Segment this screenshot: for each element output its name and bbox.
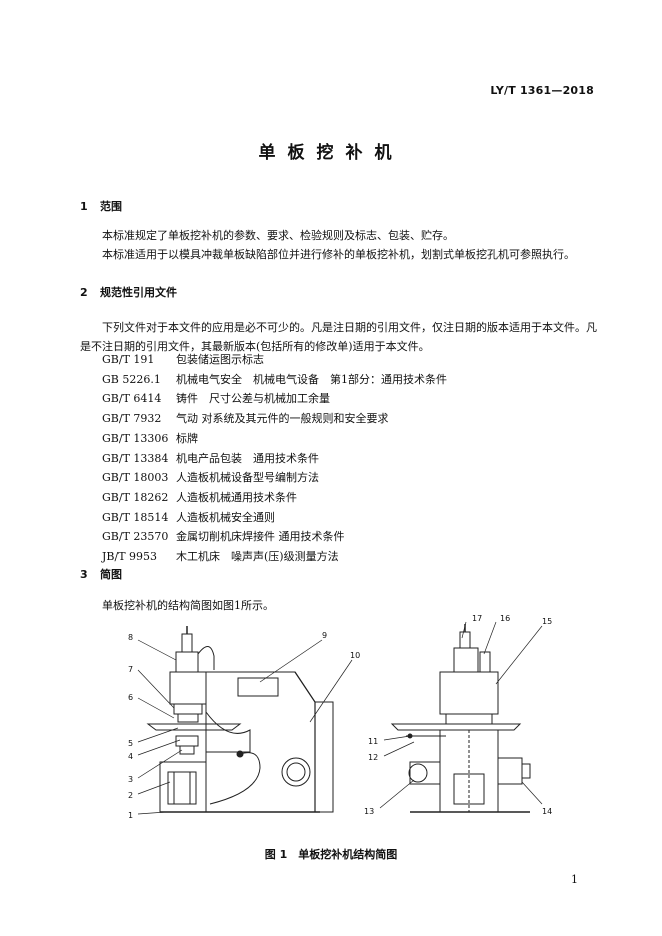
callout-label: 13 xyxy=(364,807,374,816)
reference-code: GB 5226.1 xyxy=(102,372,161,386)
figure-caption: 图 1 单板挖补机结构简图 xyxy=(264,848,398,861)
cylinder-lower xyxy=(167,771,197,805)
reference-title: 人造板机械安全通则 xyxy=(176,510,275,524)
callout-label: 14 xyxy=(542,807,552,816)
page-number: 1 xyxy=(571,873,578,886)
reference-title: 人造板机械通用技术条件 xyxy=(176,490,297,504)
reference-item: GB/T 13384 机电产品包装 通用技术条件 xyxy=(102,449,447,469)
side-motor-left xyxy=(409,761,441,785)
callout-label: 12 xyxy=(368,753,378,762)
section-number: 3 xyxy=(80,568,88,581)
cylinder-top xyxy=(181,633,193,653)
callout-label: 3 xyxy=(128,775,133,784)
section-1-heading: 1 范围 xyxy=(80,198,122,214)
reference-title: 包装储运图示标志 xyxy=(176,353,264,366)
air-hose xyxy=(197,646,215,670)
reference-code: GB/T 18514 xyxy=(102,510,169,524)
section-number: 1 xyxy=(80,200,88,213)
section-number: 2 xyxy=(80,286,88,299)
reference-item: GB 5226.1 机械电气安全 机械电气设备 第1部分：通用技术条件 xyxy=(102,370,447,390)
callout-label: 8 xyxy=(128,633,133,642)
reference-code: GB/T 191 xyxy=(102,353,155,366)
foot-cable xyxy=(209,752,261,805)
throat-arc xyxy=(205,711,251,753)
head-top xyxy=(175,651,199,673)
machine-body xyxy=(205,671,316,813)
diagram-intro: 单板挖补机的结构简图如图1所示。 xyxy=(80,596,598,615)
reference-code: JB/T 9953 xyxy=(102,550,158,564)
reference-code: GB/T 23570 xyxy=(102,530,169,544)
control-box xyxy=(237,677,279,697)
document-title: 单板挖补机 xyxy=(258,143,404,163)
callout-label: 5 xyxy=(128,739,133,748)
side-panel xyxy=(314,701,334,813)
reference-code: GB/T 7932 xyxy=(102,412,162,426)
reference-title: 金属切削机床焊接件 通用技术条件 xyxy=(176,530,345,544)
reference-title: 人造板机械设备型号编制方法 xyxy=(176,471,319,485)
reference-title: 标牌 xyxy=(176,431,198,445)
reference-code: GB/T 18262 xyxy=(102,490,169,504)
reference-item: GB/T 23570 金属切削机床焊接件 通用技术条件 xyxy=(102,527,447,547)
reference-code: GB/T 6414 xyxy=(102,392,162,406)
machine-structure-figure: 8 7 6 5 4 3 2 1 9 10 xyxy=(128,614,552,820)
reference-item: JB/T 9953 木工机床 噪声声(压)级测量方法 xyxy=(102,547,447,567)
scope-text: 本标准规定了单板挖补机的参数、要求、检验规则及标志、包装、贮存。 本标准适用于以… xyxy=(80,226,598,264)
paragraph: 本标准规定了单板挖补机的参数、要求、检验规则及标志、包装、贮存。 xyxy=(102,229,454,242)
reference-item: GB/T 18003 人造板机械设备型号编制方法 xyxy=(102,468,447,488)
reference-code: GB/T 13306 xyxy=(102,431,169,445)
section-title: 范围 xyxy=(100,200,122,213)
callout-label: 9 xyxy=(322,631,327,640)
reference-item: GB/T 18262 人造板机械通用技术条件 xyxy=(102,488,447,508)
reference-code: GB/T 13384 xyxy=(102,451,169,465)
front-view xyxy=(146,626,334,813)
reference-item: GB/T 6414 铸件 尺寸公差与机械加工余量 xyxy=(102,389,447,409)
callout-label: 15 xyxy=(542,617,552,626)
section-title: 简图 xyxy=(100,568,122,581)
motor-round xyxy=(281,757,311,787)
callout-label: 6 xyxy=(128,693,133,702)
reference-item: GB/T 13306 标牌 xyxy=(102,429,447,449)
section-2-heading: 2 规范性引用文件 xyxy=(80,284,177,300)
reference-title: 机械电气安全 机械电气设备 第1部分：通用技术条件 xyxy=(176,372,447,386)
paragraph: 单板挖补机的结构简图如图1所示。 xyxy=(102,599,274,612)
side-table xyxy=(390,723,522,731)
callout-label: 11 xyxy=(368,737,378,746)
reference-item: GB/T 191 包装储运图示标志 xyxy=(102,350,447,370)
reference-code: GB/T 18003 xyxy=(102,471,169,485)
reference-item: GB/T 7932 气动 对系统及其元件的一般规则和安全要求 xyxy=(102,409,447,429)
paragraph: 下列文件对于本文件的应用是必不可少的。凡是注日期的引用文件，仅注日期的版本适用于… xyxy=(80,321,597,353)
callout-label: 1 xyxy=(128,811,133,820)
side-motor-right xyxy=(497,757,523,785)
callout-label: 17 xyxy=(472,614,482,623)
callout-label: 7 xyxy=(128,665,133,674)
callout-label: 16 xyxy=(500,614,510,623)
reference-title: 机电产品包装 通用技术条件 xyxy=(176,451,319,465)
normative-intro: 下列文件对于本文件的应用是必不可少的。凡是注日期的引用文件，仅注日期的版本适用于… xyxy=(80,318,598,356)
side-head xyxy=(439,671,499,715)
reference-title: 木工机床 噪声声(压)级测量方法 xyxy=(176,550,339,564)
reference-title: 铸件 尺寸公差与机械加工余量 xyxy=(176,392,330,406)
paragraph: 本标准适用于以模具冲裁单板缺陷部位并进行修补的单板挖补机，划割式单板挖孔机可参照… xyxy=(102,248,575,261)
standard-code: LY/T 1361—2018 xyxy=(490,84,594,97)
head-block xyxy=(169,671,207,705)
section-title: 规范性引用文件 xyxy=(100,286,177,299)
section-3-heading: 3 简图 xyxy=(80,566,122,582)
reference-item: GB/T 18514 人造板机械安全通则 xyxy=(102,508,447,528)
side-view xyxy=(390,624,531,813)
callout-label: 2 xyxy=(128,791,133,800)
work-table xyxy=(146,723,242,731)
callout-label: 4 xyxy=(128,752,133,761)
reference-title: 气动 对系统及其元件的一般规则和安全要求 xyxy=(176,412,389,426)
reference-list: GB/T 191 包装储运图示标志 GB 5226.1 机械电气安全 机械电气设备 … xyxy=(102,350,447,567)
callout-label: 10 xyxy=(350,651,360,660)
